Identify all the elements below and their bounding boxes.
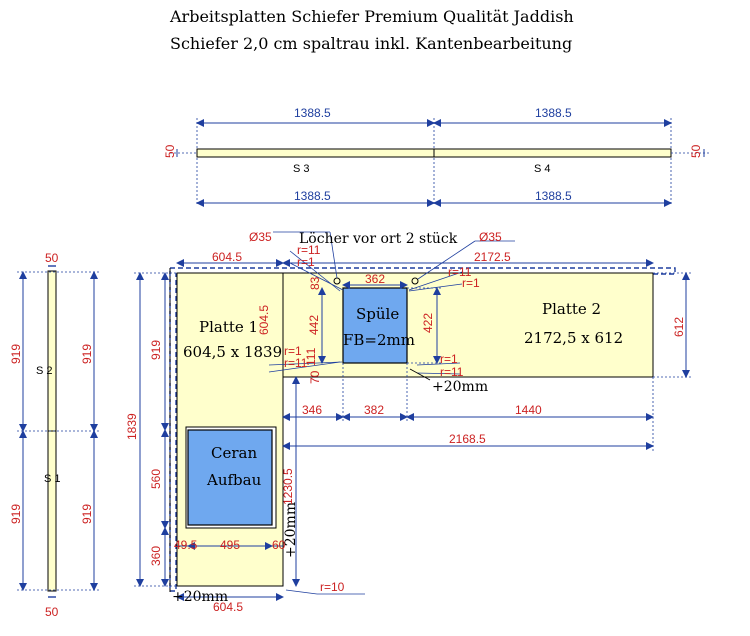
r1-c: r=1 bbox=[284, 344, 302, 358]
platte-2-title: Platte 2 bbox=[542, 300, 601, 318]
ceran-cutout bbox=[187, 429, 273, 526]
left-strip-bottom: 50 bbox=[45, 605, 59, 619]
r1-b: r=1 bbox=[462, 276, 480, 290]
label-s1: S 1 bbox=[44, 473, 61, 485]
header-line-2: Schiefer 2,0 cm spaltrau inkl. Kantenbea… bbox=[170, 34, 572, 53]
top-end-left: 50 bbox=[163, 144, 177, 158]
dim-495: 495 bbox=[220, 538, 240, 552]
platte-1-size: 604,5 x 1839 bbox=[183, 343, 282, 361]
left-strip-d2: 919 bbox=[80, 344, 94, 364]
top-end-right: 50 bbox=[689, 144, 703, 158]
platte-1-title: Platte 1 bbox=[199, 318, 258, 336]
sink-title: Spüle bbox=[356, 305, 399, 323]
dim-60: 60 bbox=[272, 538, 286, 552]
left-strip-d4: 919 bbox=[80, 504, 94, 524]
plus20-a: +20mm bbox=[432, 379, 488, 395]
dim-612: 612 bbox=[672, 317, 686, 337]
ceran-title: Ceran bbox=[211, 444, 257, 462]
holes-note: Löcher vor ort 2 stück bbox=[299, 231, 458, 247]
top-strip bbox=[170, 118, 710, 207]
dim-360: 360 bbox=[149, 546, 163, 566]
dim-919: 919 bbox=[149, 340, 163, 360]
label-s4: S 4 bbox=[534, 163, 551, 175]
dim-1839: 1839 bbox=[125, 413, 139, 440]
label-s3: S 3 bbox=[293, 163, 310, 175]
dim-604-5-top: 604.5 bbox=[212, 250, 242, 264]
plus20-b: +20mm bbox=[283, 502, 299, 558]
dim-604-5-inner: 604.5 bbox=[257, 305, 271, 335]
dim-422: 422 bbox=[421, 313, 435, 333]
header-line-1: Arbeitsplatten Schiefer Premium Qualität… bbox=[169, 7, 574, 26]
ceran-subtitle: Aufbau bbox=[206, 471, 262, 489]
dim-346: 346 bbox=[302, 403, 322, 417]
dim-83: 83 bbox=[308, 276, 322, 290]
r10: r=10 bbox=[320, 580, 345, 594]
hole-right-dia: Ø35 bbox=[479, 230, 502, 244]
dim-2168-5: 2168.5 bbox=[449, 432, 486, 446]
sink-fb: FB=2mm bbox=[343, 331, 415, 349]
r1-a: r=1 bbox=[297, 255, 315, 269]
label-s2: S 2 bbox=[36, 365, 53, 377]
main-worktop bbox=[169, 267, 676, 592]
top-dim-4: 1388.5 bbox=[535, 189, 572, 203]
hole-left-dia: Ø35 bbox=[249, 230, 272, 244]
plus20-c: +20mm bbox=[172, 589, 228, 605]
r1-d: r=1 bbox=[440, 352, 458, 366]
dim-111: 111 bbox=[304, 347, 318, 366]
top-dim-3: 1388.5 bbox=[294, 189, 331, 203]
top-dim-1: 1388.5 bbox=[294, 106, 331, 120]
r11-d: r=11 bbox=[440, 365, 464, 379]
r11-a: r=11 bbox=[297, 243, 321, 257]
main-dimensions bbox=[134, 231, 692, 601]
r11-b: r=11 bbox=[448, 265, 472, 279]
dim-1230-5: 1230.5 bbox=[281, 468, 295, 505]
dim-362: 362 bbox=[365, 272, 385, 286]
platte-2-size: 2172,5 x 612 bbox=[524, 329, 623, 347]
dim-560: 560 bbox=[149, 469, 163, 489]
dim-442: 442 bbox=[307, 315, 321, 335]
dim-49-5: 49.5 bbox=[174, 538, 198, 552]
left-strip-top: 50 bbox=[45, 251, 59, 265]
dim-604-5-bottom: 604.5 bbox=[213, 600, 243, 614]
dim-70: 70 bbox=[308, 370, 322, 384]
dim-2172-5: 2172.5 bbox=[474, 250, 511, 264]
left-strip bbox=[17, 265, 100, 598]
dim-1440: 1440 bbox=[515, 403, 542, 417]
left-strip-d3: 919 bbox=[9, 504, 23, 524]
hole-right bbox=[411, 277, 419, 285]
top-dim-2: 1388.5 bbox=[535, 106, 572, 120]
dim-382: 382 bbox=[364, 403, 384, 417]
left-strip-d1: 919 bbox=[9, 344, 23, 364]
sink-cutout bbox=[342, 287, 408, 364]
r11-c: r=11 bbox=[284, 356, 308, 370]
